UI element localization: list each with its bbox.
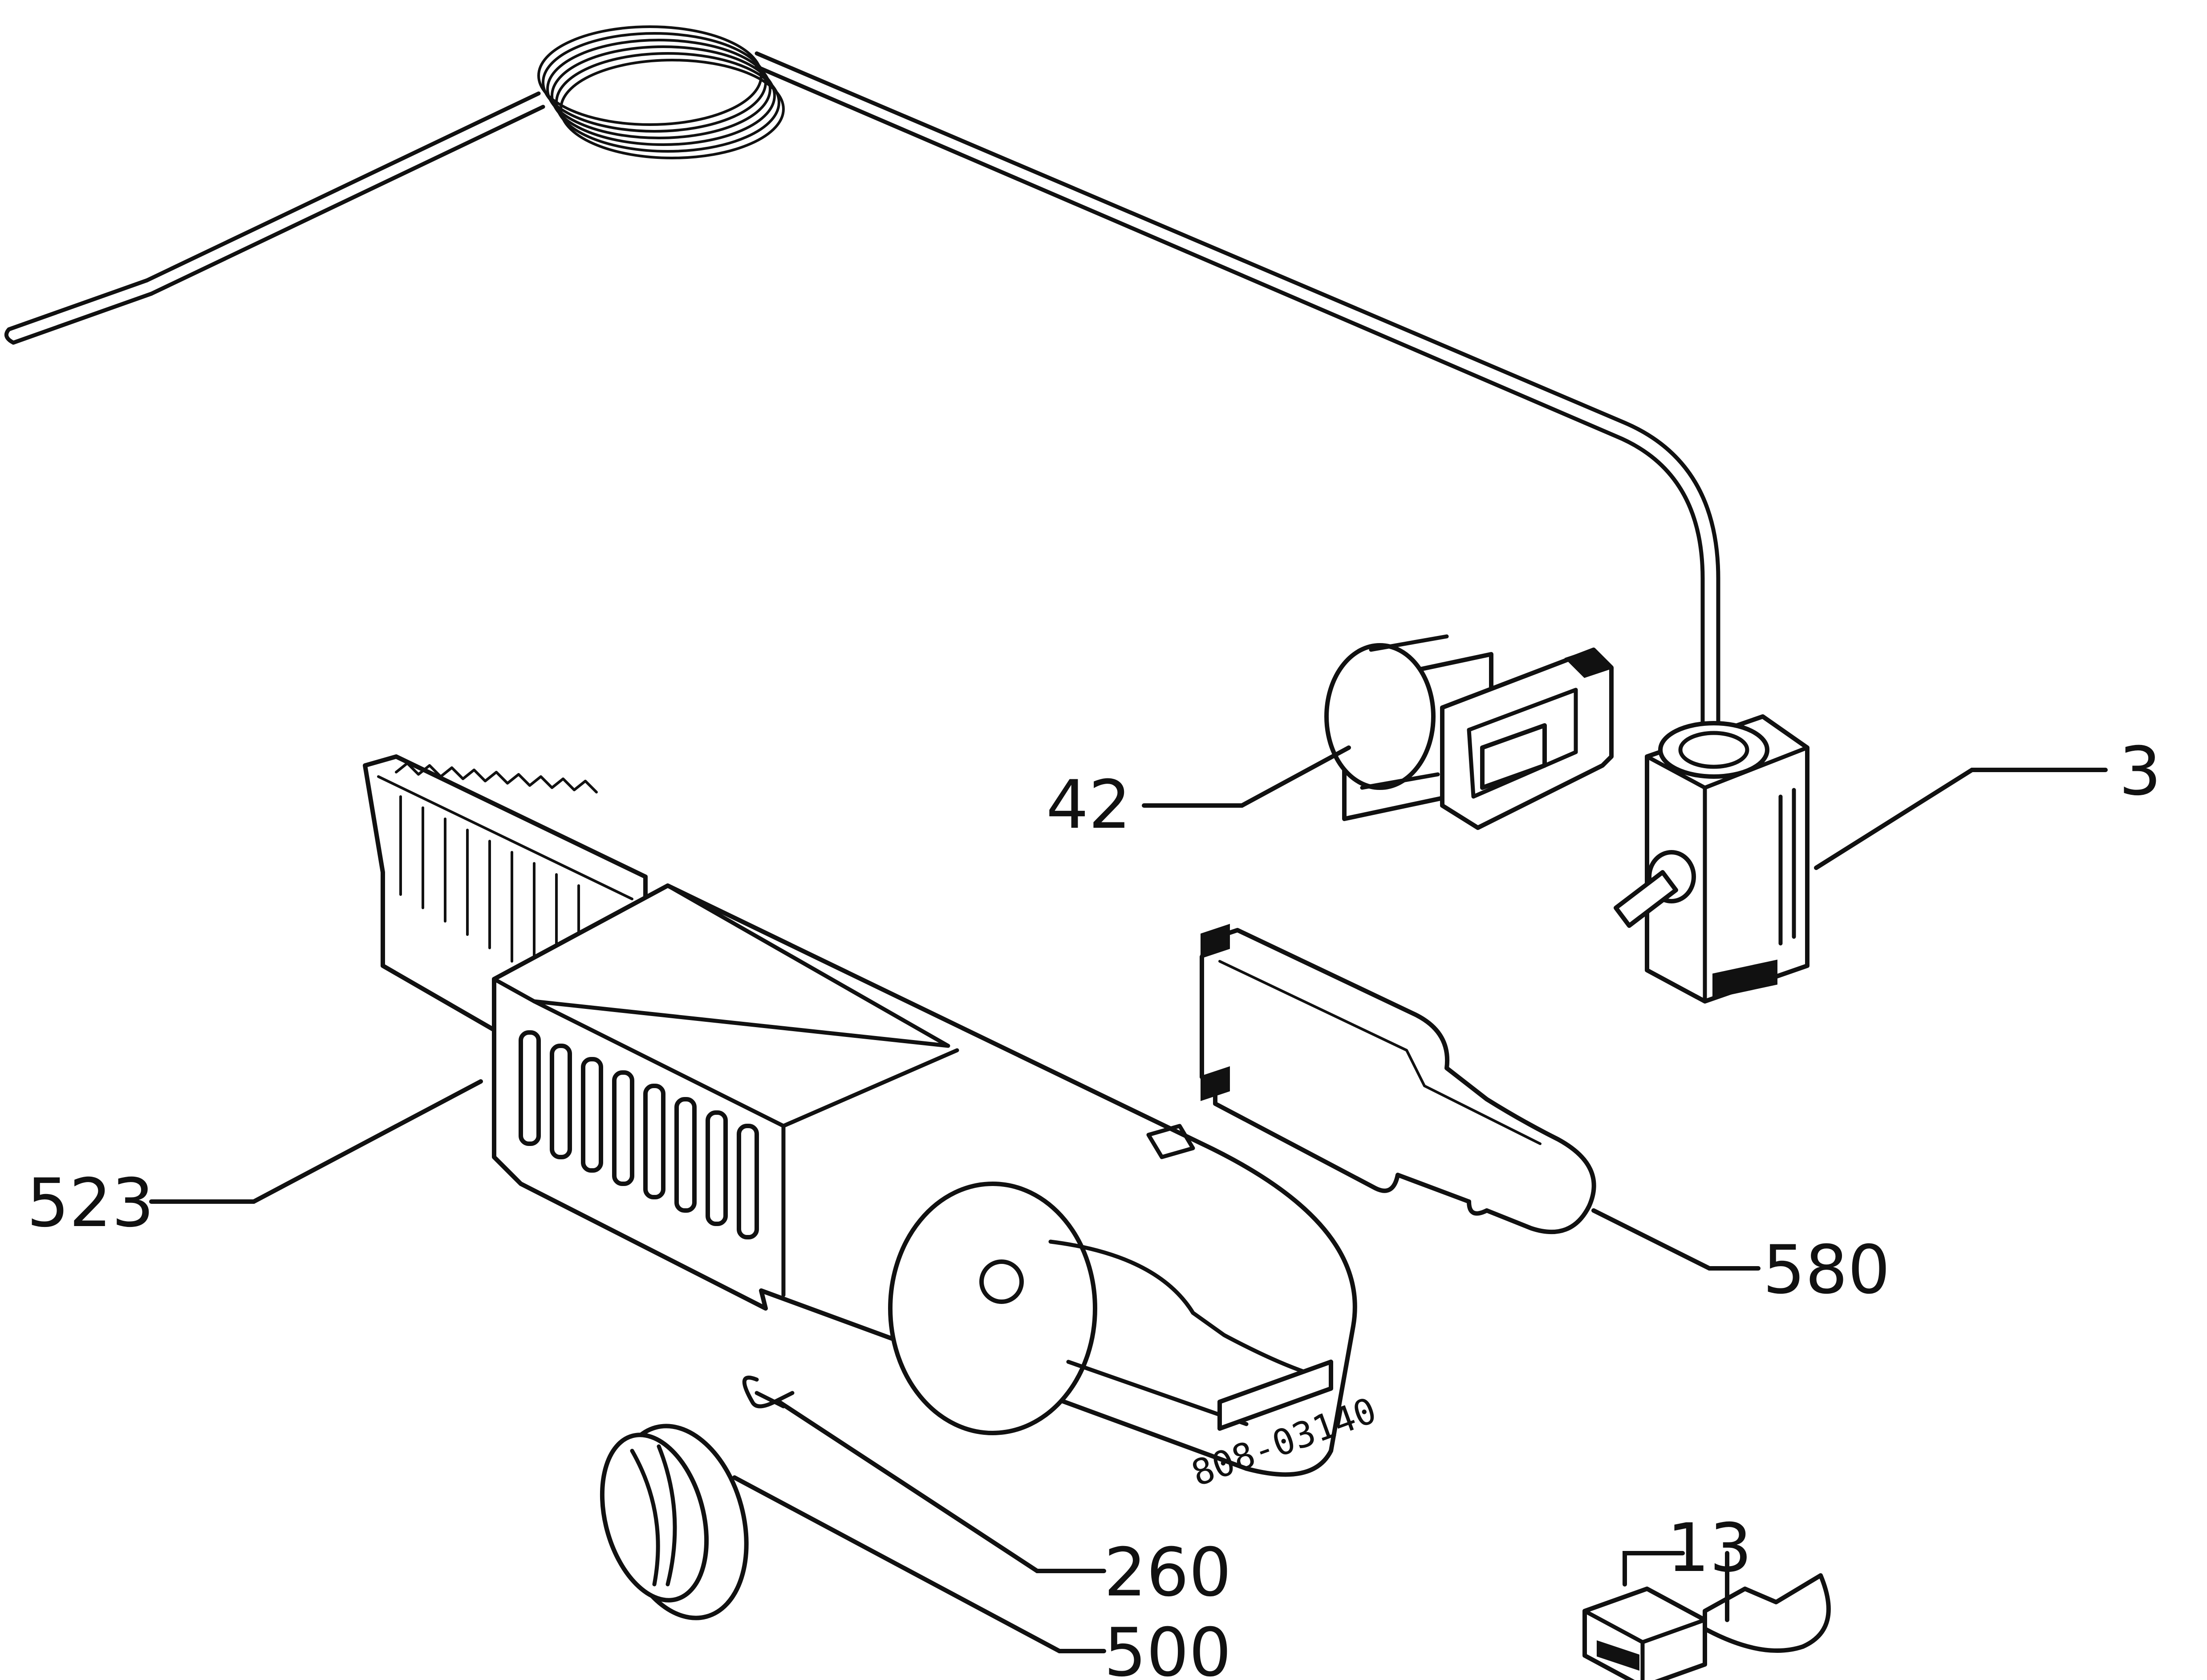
lamp-holder-part-42	[1324, 634, 1614, 830]
thermostat-part-3	[1614, 714, 1809, 1004]
leader-13	[1623, 1551, 1729, 1622]
housing-part-523	[363, 754, 1357, 1477]
callout-3: 3	[2119, 733, 2161, 810]
callout-260: 260	[1104, 1534, 1231, 1611]
callout-13: 13	[1667, 1510, 1752, 1587]
callout-42: 42	[1046, 766, 1131, 844]
capillary-tube-run	[755, 51, 1720, 737]
screw-part-260	[742, 1376, 795, 1409]
leader-500	[732, 1475, 1106, 1653]
callout-523: 523	[27, 1165, 154, 1242]
leader-3	[1814, 768, 2108, 870]
leader-lines	[149, 745, 2108, 1653]
capillary-coil	[537, 25, 785, 159]
leader-260	[777, 1400, 1106, 1573]
plate-part-580	[1200, 923, 1596, 1235]
capillary-tube-assembly	[4, 25, 1720, 737]
housing-ribs	[519, 1030, 759, 1239]
sensing-bulb	[4, 278, 154, 345]
knob-part-500	[600, 1424, 749, 1620]
capillary-tube-start	[145, 91, 545, 296]
callout-500: 500	[1104, 1614, 1231, 1680]
switch-part-13	[1582, 1573, 1831, 1680]
leader-42	[1142, 745, 1351, 808]
leader-523	[149, 1079, 483, 1204]
leader-580	[1591, 1208, 1761, 1271]
callout-580: 580	[1763, 1231, 1890, 1309]
